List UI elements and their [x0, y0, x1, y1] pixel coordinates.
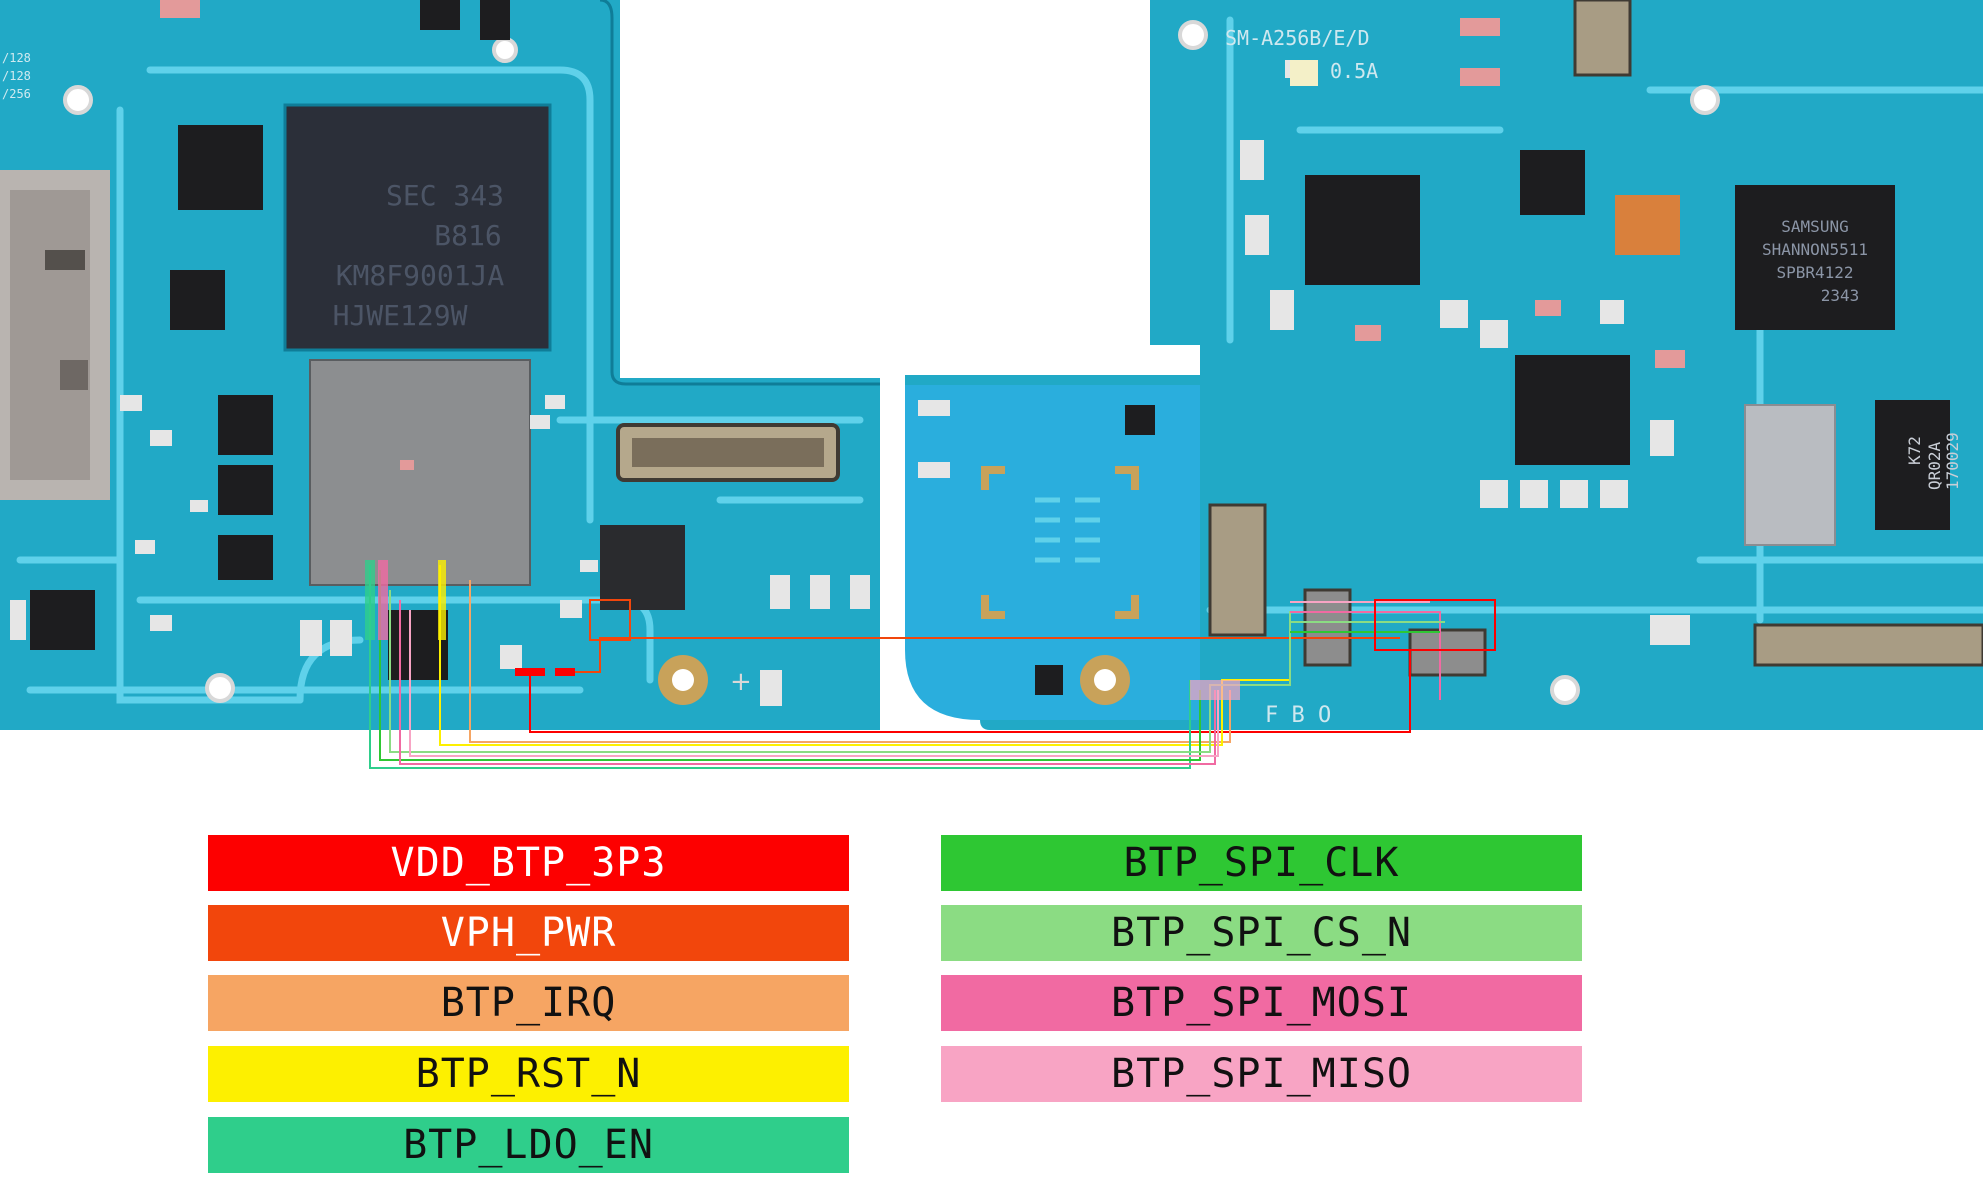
right-vertical-connector	[1208, 503, 1267, 637]
wire-btp-ldo-en	[369, 565, 1191, 769]
left-resistors	[160, 0, 414, 470]
legend-btp-spi-miso: BTP_SPI_MISO	[941, 1046, 1582, 1102]
revision-silkscreen: 0.5A	[1330, 59, 1378, 83]
model-silkscreen: SM-A256B/E/D	[1225, 26, 1370, 50]
left-edge-label-3: /256	[2, 87, 31, 101]
wire-vph-pwr	[560, 637, 1400, 673]
legend-btp-spi-cs-n: BTP_SPI_CS_N	[941, 905, 1582, 961]
emmc-line-4: HJWE129W	[333, 299, 468, 332]
left-passives	[10, 395, 870, 706]
legend-btp-ldo-en: BTP_LDO_EN	[208, 1117, 849, 1173]
left-board-section: SEC 343 B816 KM8F9001JA HJWE129W	[0, 0, 880, 730]
wire-btp-spi-clk	[379, 570, 1201, 761]
fbo-silkscreen: F B O	[1265, 703, 1331, 728]
legend-btp-irq: BTP_IRQ	[208, 975, 849, 1031]
bga-pad-area	[310, 360, 530, 585]
right-passives	[918, 60, 1690, 645]
k72-line-3: 170029	[1943, 432, 1962, 490]
fp-connector-right	[1408, 628, 1487, 677]
left-edge-label-2: /128	[2, 69, 31, 83]
fingerprint-corner-marks	[981, 466, 1139, 619]
legend-vdd-btp-3p3: VDD_BTP_3P3	[208, 835, 849, 891]
legend-btp-rst-n: BTP_RST_N	[208, 1046, 849, 1102]
modem-line-1: SAMSUNG	[1781, 217, 1848, 236]
orange-chip	[1615, 195, 1680, 255]
right-board-chips	[1035, 150, 1950, 695]
emmc-line-1: SEC 343	[386, 179, 504, 212]
k72-line-1: K72	[1905, 436, 1924, 465]
wire-vdd-btp-3p3	[529, 650, 1411, 733]
legend-btp-spi-clk: BTP_SPI_CLK	[941, 835, 1582, 891]
wire-btp-irq	[469, 580, 1231, 743]
left-mounting-holes	[63, 37, 518, 703]
wire-btp-rst-n	[439, 565, 1290, 746]
right-board-section: SAMSUNG SHANNON5511 SPBR4122 2343 K72 QR…	[905, 0, 1983, 730]
modem-line-4: 2343	[1821, 286, 1860, 305]
emmc-line-3: KM8F9001JA	[336, 259, 505, 292]
emmc-line-2: B816	[434, 219, 501, 252]
small-bga	[600, 525, 685, 610]
left-board-chips	[30, 0, 685, 680]
right-mounting-holes	[1178, 20, 1720, 705]
modem-line-2: SHANNON5511	[1762, 240, 1868, 259]
emmc-chip	[283, 103, 552, 352]
k72-line-2: QR02A	[1925, 441, 1944, 490]
modem-line-3: SPBR4122	[1776, 263, 1853, 282]
highlighted-pads	[365, 560, 1496, 700]
pcb-board-diagram: SEC 343 B816 KM8F9001JA HJWE129W	[0, 0, 1983, 769]
left-edge-label-1: /128	[2, 51, 31, 65]
legend-btp-spi-mosi: BTP_SPI_MOSI	[941, 975, 1582, 1031]
shield-chip	[1744, 404, 1836, 546]
right-top-connector	[1573, 0, 1632, 77]
right-resistors	[1355, 18, 1685, 368]
wire-btp-spi-mosi	[399, 600, 1216, 765]
svg-text:+: +	[730, 667, 752, 697]
right-bottom-connector	[1753, 623, 1983, 667]
wire-btp-spi-miso	[409, 610, 1219, 757]
legend-vph-pwr: VPH_PWR	[208, 905, 849, 961]
